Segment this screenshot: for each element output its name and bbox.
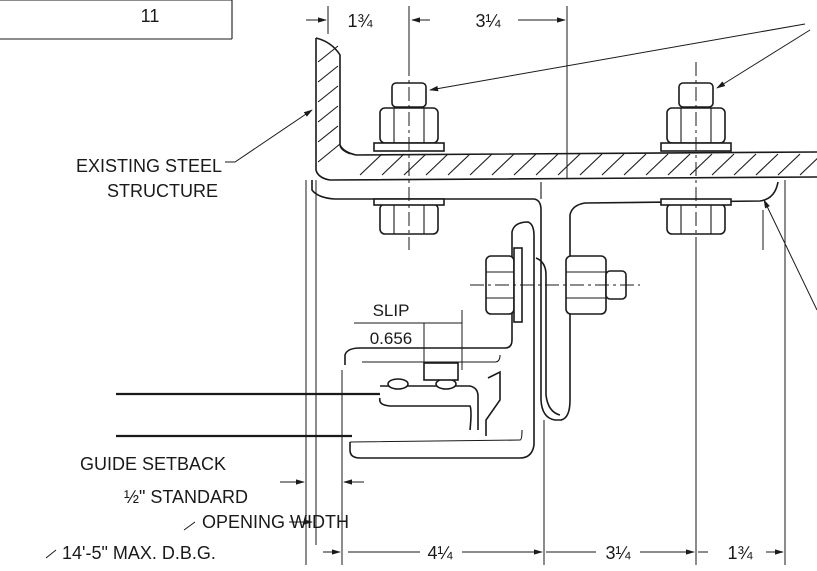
dim-bottom-a: 4¼ — [427, 543, 453, 563]
hatch-line — [535, 153, 559, 176]
hatch-line — [601, 153, 625, 176]
hatch-line — [381, 153, 405, 176]
hatch-line — [667, 153, 691, 176]
slip-annotation: SLIP 0.656 — [354, 301, 463, 370]
slip-value: 0.656 — [370, 329, 413, 348]
opening-width-callout: ½" STANDARD OPENING WIDTH — [124, 487, 349, 532]
dim-bottom-c: 1¾ — [727, 543, 753, 563]
hatch-line — [799, 158, 817, 176]
existing-steel-callout: EXISTING STEEL STRUCTURE — [76, 109, 313, 201]
slip-label: SLIP — [373, 301, 410, 320]
dimension-extension-lines — [305, 6, 786, 565]
hatch-line — [425, 153, 449, 176]
guide-setback-label: GUIDE SETBACK — [80, 454, 226, 474]
dim-top-left: 1¾ — [347, 11, 373, 31]
hatch-line — [755, 153, 779, 176]
hatch-line — [777, 153, 801, 176]
hatch-line — [469, 153, 493, 176]
hatch-line — [491, 153, 515, 176]
hatch-line — [403, 153, 427, 176]
hatch-line — [711, 153, 735, 176]
title-block-number: 11 — [141, 6, 160, 26]
hatch-line — [579, 153, 603, 176]
opening-width-label: OPENING WIDTH — [202, 512, 349, 532]
hatch-line — [513, 153, 537, 176]
dim-top-right: 3¼ — [475, 11, 501, 31]
hatch-line — [733, 153, 757, 176]
max-dbg-label: 14'-5" MAX. D.B.G. — [62, 543, 216, 563]
bracket-bolt — [470, 247, 640, 323]
guide-rail-bracket — [344, 221, 561, 459]
existing-steel-label-line1: EXISTING STEEL — [76, 156, 222, 176]
guide-rail — [116, 362, 501, 438]
existing-steel-structure — [315, 37, 817, 181]
hatch-line — [557, 153, 581, 176]
hatch-line — [447, 153, 471, 176]
guide-setback-callout: GUIDE SETBACK — [80, 454, 364, 485]
bottom-dimension-row: 14'-5" MAX. D.B.G. 4¼ 3¼ 1¾ — [45, 543, 784, 563]
hatch-line — [623, 153, 647, 176]
upper-bracket-plate — [311, 180, 779, 421]
title-block: 11 — [0, 0, 233, 40]
hatch-line — [689, 153, 713, 176]
top-dimension-1-3-4: 1¾ — [306, 11, 373, 31]
hatch-line — [645, 153, 669, 176]
standard-label: ½" STANDARD — [124, 487, 248, 507]
top-dimension-3-1-4: 3¼ — [411, 11, 566, 31]
dim-bottom-b: 3¼ — [605, 543, 631, 563]
existing-steel-label-line2: STRUCTURE — [107, 181, 218, 201]
hatch-line — [359, 153, 383, 176]
